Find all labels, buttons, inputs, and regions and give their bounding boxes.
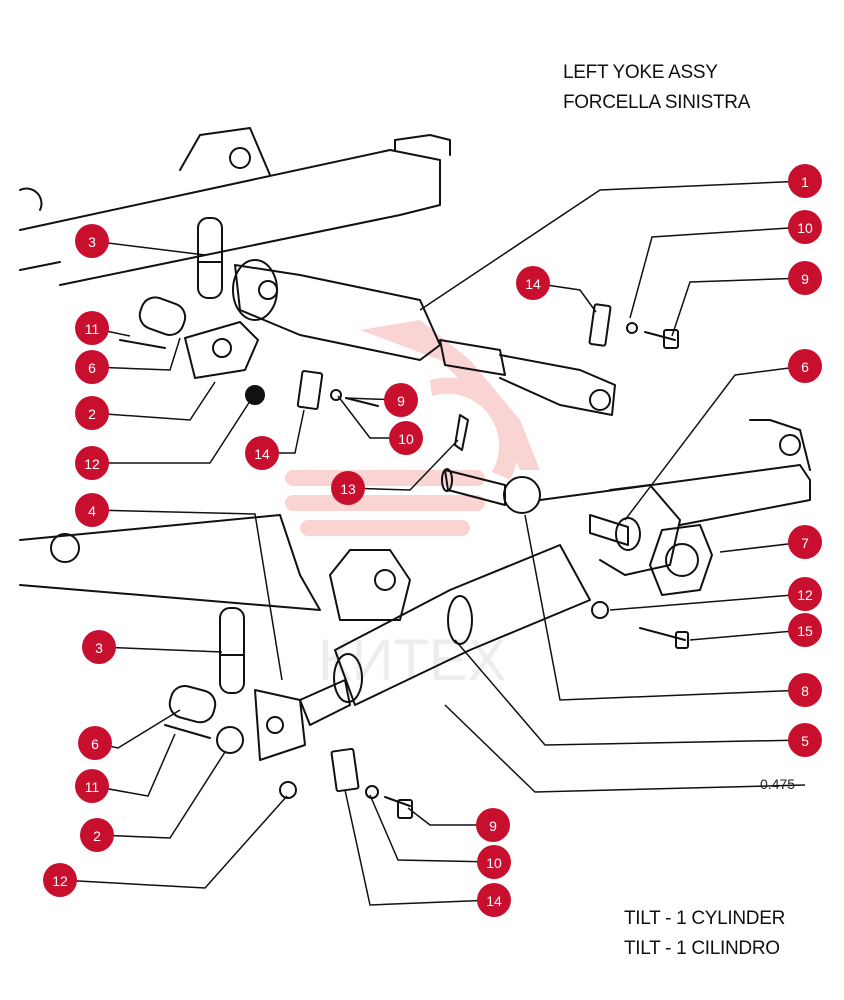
callout-2: 2 bbox=[80, 818, 114, 852]
callout-number: 10 bbox=[797, 220, 813, 236]
callout-9: 9 bbox=[476, 808, 510, 842]
callout-number: 15 bbox=[797, 623, 813, 639]
callout-15: 15 bbox=[788, 613, 822, 647]
footer-title-line1: TILT - 1 CYLINDER bbox=[624, 908, 786, 929]
callout-3: 3 bbox=[82, 630, 116, 664]
callout-11: 11 bbox=[75, 769, 109, 803]
watermark-logo: КИТЕХ bbox=[285, 320, 540, 693]
callout-badge bbox=[788, 673, 822, 707]
callout-2: 2 bbox=[75, 396, 109, 430]
callout-number: 9 bbox=[397, 393, 405, 409]
callout-number: 11 bbox=[85, 779, 100, 795]
callout-badge bbox=[788, 210, 822, 244]
header-title-line1: LEFT YOKE ASSY bbox=[563, 62, 718, 83]
callout-number: 11 bbox=[85, 321, 100, 337]
callout-10: 10 bbox=[477, 845, 511, 879]
callout-badge bbox=[245, 436, 279, 470]
callout-number: 5 bbox=[801, 733, 809, 749]
callout-badge bbox=[788, 723, 822, 757]
callout-number: 10 bbox=[486, 855, 502, 871]
callout-14: 14 bbox=[245, 436, 279, 470]
callout-badge bbox=[384, 383, 418, 417]
callout-badge bbox=[75, 396, 109, 430]
leader-lines bbox=[59, 180, 806, 906]
callout-14: 14 bbox=[516, 266, 550, 300]
callout-badge bbox=[477, 845, 511, 879]
callout-10: 10 bbox=[389, 421, 423, 455]
footer-title-line2: TILT - 1 CILINDRO bbox=[624, 938, 780, 959]
callout-group: 1 10 9 14 3 11 6 2 12 9 10 14 13 6 4 7 12 15 3 8 5 6 11 2 9 10 12 1… bbox=[43, 164, 822, 917]
callout-12: 12 bbox=[75, 446, 109, 480]
callout-badge bbox=[788, 577, 822, 611]
callout-number: 1 bbox=[801, 174, 809, 190]
callout-badge bbox=[75, 769, 109, 803]
callout-badge bbox=[788, 164, 822, 198]
callout-9: 9 bbox=[384, 383, 418, 417]
callout-badge bbox=[788, 525, 822, 559]
callout-6: 6 bbox=[78, 726, 112, 760]
callout-13: 13 bbox=[331, 471, 365, 505]
callout-number: 12 bbox=[52, 873, 68, 889]
callout-badge bbox=[516, 266, 550, 300]
parts-drawing bbox=[19, 127, 811, 819]
callout-6: 6 bbox=[75, 350, 109, 384]
callout-number: 13 bbox=[340, 481, 356, 497]
callout-badge bbox=[477, 883, 511, 917]
callout-number: 3 bbox=[95, 640, 103, 656]
callout-number: 12 bbox=[797, 587, 813, 603]
callout-badge bbox=[389, 421, 423, 455]
callout-3: 3 bbox=[75, 224, 109, 258]
callout-badge bbox=[75, 311, 109, 345]
callout-badge bbox=[75, 350, 109, 384]
callout-14: 14 bbox=[477, 883, 511, 917]
callout-number: 2 bbox=[93, 828, 101, 844]
callout-badge bbox=[788, 349, 822, 383]
callout-number: 6 bbox=[91, 736, 99, 752]
callout-9: 9 bbox=[788, 261, 822, 295]
callout-5: 5 bbox=[788, 723, 822, 757]
callout-number: 6 bbox=[801, 359, 809, 375]
callout-badge bbox=[788, 261, 822, 295]
callout-number: 8 bbox=[801, 683, 809, 699]
callout-8: 8 bbox=[788, 673, 822, 707]
callout-badge bbox=[331, 471, 365, 505]
callout-number: 2 bbox=[88, 406, 96, 422]
callout-badge bbox=[78, 726, 112, 760]
callout-badge bbox=[788, 613, 822, 647]
callout-badge bbox=[75, 224, 109, 258]
callout-4: 4 bbox=[75, 493, 109, 527]
callout-number: 14 bbox=[486, 893, 502, 909]
watermark-text: КИТЕХ bbox=[318, 628, 506, 693]
callout-number: 14 bbox=[525, 276, 541, 292]
callout-number: 14 bbox=[254, 446, 270, 462]
callout-number: 9 bbox=[489, 818, 497, 834]
callout-1: 1 bbox=[788, 164, 822, 198]
callout-7: 7 bbox=[788, 525, 822, 559]
drawing-reference: 0.475 bbox=[760, 776, 796, 792]
callout-badge bbox=[75, 493, 109, 527]
callout-number: 6 bbox=[88, 360, 96, 376]
callout-badge bbox=[82, 630, 116, 664]
callout-number: 12 bbox=[84, 456, 100, 472]
callout-number: 10 bbox=[398, 431, 414, 447]
callout-6: 6 bbox=[788, 349, 822, 383]
callout-10: 10 bbox=[788, 210, 822, 244]
callout-number: 9 bbox=[801, 271, 809, 287]
callout-badge bbox=[80, 818, 114, 852]
callout-number: 4 bbox=[88, 503, 96, 519]
callout-12: 12 bbox=[788, 577, 822, 611]
callout-11: 11 bbox=[75, 311, 109, 345]
callout-badge bbox=[75, 446, 109, 480]
callout-number: 7 bbox=[801, 535, 809, 551]
callout-badge bbox=[43, 863, 77, 897]
callout-12: 12 bbox=[43, 863, 77, 897]
callout-number: 3 bbox=[88, 234, 96, 250]
header-title-line2: FORCELLA SINISTRA bbox=[563, 92, 751, 113]
callout-badge bbox=[476, 808, 510, 842]
